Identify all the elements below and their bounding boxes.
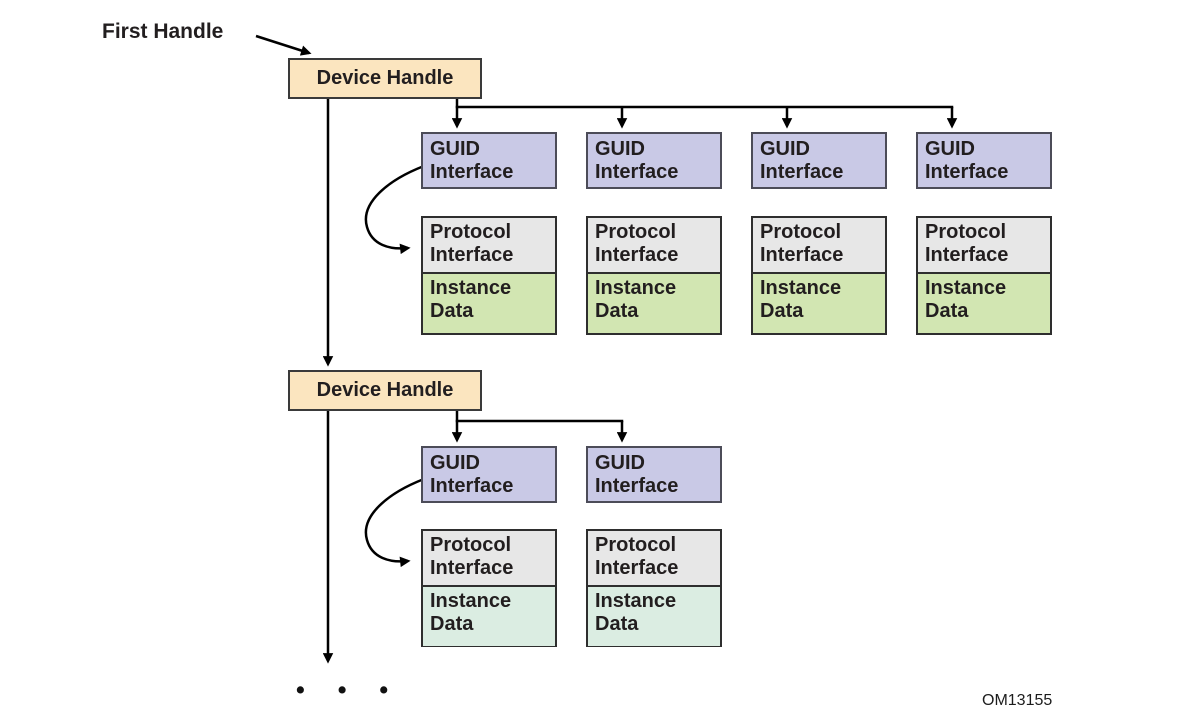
instance-label-line2: Data — [595, 612, 639, 635]
guid-label-line1: GUID — [430, 138, 480, 160]
guid-label-line2: Interface — [595, 474, 679, 497]
figure-code-label: OM13155 — [982, 692, 1053, 709]
guid-label-line2: Interface — [760, 160, 844, 183]
protocol-stack-r2c2: Protocol Interface Instance Data — [586, 529, 722, 647]
continuation-ellipsis: • • • — [296, 676, 402, 704]
guid-label-line2: Interface — [430, 160, 514, 183]
instance-data-box: Instance Data — [423, 274, 555, 333]
protocol-label-line2: Interface — [430, 556, 514, 579]
guid-label-line2: Interface — [430, 474, 514, 497]
device-handle-label: Device Handle — [316, 379, 454, 402]
guid-interface-box-r2c2: GUID Interface — [586, 446, 722, 503]
protocol-label-line2: Interface — [595, 556, 679, 579]
protocol-label-line1: Protocol — [760, 221, 842, 243]
protocol-label-line1: Protocol — [595, 534, 677, 556]
first-handle-arrow — [255, 34, 312, 56]
guid-interface-box-r1c3: GUID Interface — [751, 132, 887, 189]
instance-label-line2: Data — [760, 299, 804, 322]
instance-data-box: Instance Data — [588, 587, 720, 646]
protocol-stack-r2c1: Protocol Interface Instance Data — [421, 529, 557, 647]
protocol-stack-r1c1: Protocol Interface Instance Data — [421, 216, 557, 335]
device-handle-box-2: Device Handle — [288, 370, 482, 411]
protocol-label-line1: Protocol — [430, 221, 512, 243]
guid-interface-box-r1c4: GUID Interface — [916, 132, 1052, 189]
guid-interface-box-r1c2: GUID Interface — [586, 132, 722, 189]
protocol-interface-box: Protocol Interface — [753, 218, 885, 274]
instance-label-line2: Data — [595, 299, 639, 322]
row1-guid-to-protocol-curve — [364, 164, 425, 255]
protocol-label-line2: Interface — [430, 243, 514, 266]
protocol-interface-box: Protocol Interface — [918, 218, 1050, 274]
instance-data-box: Instance Data — [753, 274, 885, 333]
instance-label-line1: Instance — [430, 277, 512, 299]
protocol-stack-r1c4: Protocol Interface Instance Data — [916, 216, 1052, 335]
protocol-label-line2: Interface — [925, 243, 1009, 266]
protocol-stack-r1c3: Protocol Interface Instance Data — [751, 216, 887, 335]
instance-data-box: Instance Data — [918, 274, 1050, 333]
protocol-label-line1: Protocol — [430, 534, 512, 556]
guid-label-line1: GUID — [430, 452, 480, 474]
guid-label-line1: GUID — [595, 138, 645, 160]
guid-label-line2: Interface — [595, 160, 679, 183]
instance-label-line2: Data — [430, 612, 474, 635]
instance-label-line1: Instance — [925, 277, 1007, 299]
guid-interface-box-r1c1: GUID Interface — [421, 132, 557, 189]
guid-interface-box-r2c1: GUID Interface — [421, 446, 557, 503]
protocol-stack-r1c2: Protocol Interface Instance Data — [586, 216, 722, 335]
first-handle-label: First Handle — [102, 20, 224, 43]
instance-label-line1: Instance — [595, 590, 677, 612]
protocol-interface-box: Protocol Interface — [423, 531, 555, 587]
protocol-interface-box: Protocol Interface — [423, 218, 555, 274]
guid-label-line1: GUID — [595, 452, 645, 474]
protocol-label-line1: Protocol — [925, 221, 1007, 243]
instance-label-line1: Instance — [430, 590, 512, 612]
guid-label-line2: Interface — [925, 160, 1009, 183]
protocol-interface-box: Protocol Interface — [588, 531, 720, 587]
instance-label-line1: Instance — [760, 277, 842, 299]
protocol-label-line1: Protocol — [595, 221, 677, 243]
protocol-label-line2: Interface — [760, 243, 844, 266]
guid-label-line1: GUID — [760, 138, 810, 160]
protocol-label-line2: Interface — [595, 243, 679, 266]
instance-label-line2: Data — [430, 299, 474, 322]
instance-data-box: Instance Data — [588, 274, 720, 333]
instance-label-line1: Instance — [595, 277, 677, 299]
device-handle-box-1: Device Handle — [288, 58, 482, 99]
device-handle-label: Device Handle — [316, 67, 454, 90]
protocol-interface-box: Protocol Interface — [588, 218, 720, 274]
instance-label-line2: Data — [925, 299, 969, 322]
guid-label-line1: GUID — [925, 138, 975, 160]
row2-guid-to-protocol-curve — [364, 477, 425, 568]
instance-data-box: Instance Data — [423, 587, 555, 646]
